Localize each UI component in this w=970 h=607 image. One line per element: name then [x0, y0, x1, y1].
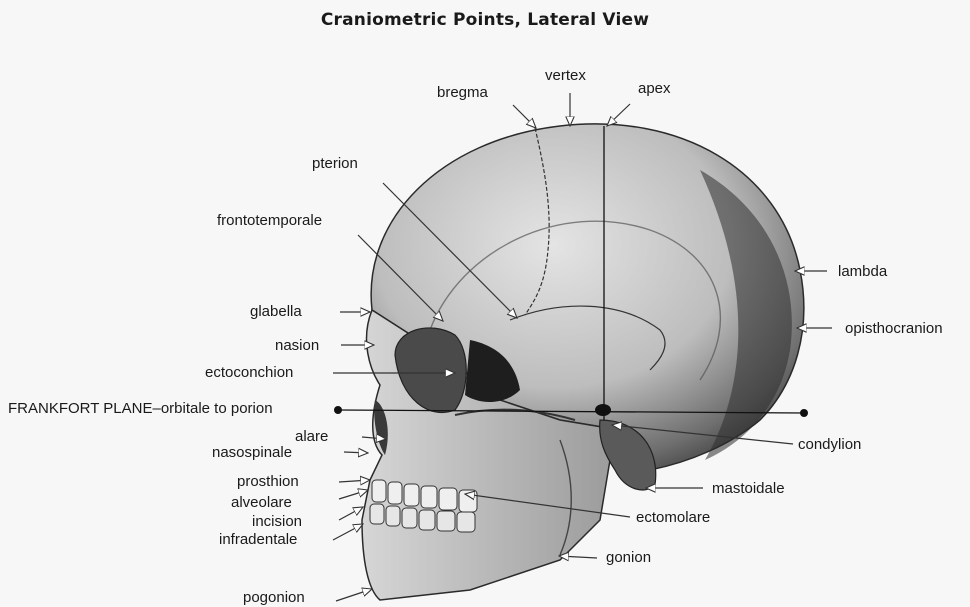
label-lambda: lambda — [838, 263, 887, 281]
label-pogonion: pogonion — [243, 589, 305, 607]
label-vertex: vertex — [545, 67, 586, 85]
gonion-pointer — [559, 556, 597, 558]
alveolare-pointer — [339, 490, 368, 499]
label-nasospinale: nasospinale — [212, 444, 292, 462]
label-nasion: nasion — [275, 337, 319, 355]
label-bregma: bregma — [437, 84, 488, 102]
label-alveolare: alveolare — [231, 494, 292, 512]
nasospinale-pointer — [344, 452, 368, 453]
apex-pointer — [607, 104, 630, 126]
label-ectomolare: ectomolare — [636, 509, 710, 527]
prosthion-pointer — [339, 480, 370, 482]
label-opisthocranion: opisthocranion — [845, 320, 943, 338]
label-mastoidale: mastoidale — [712, 480, 785, 498]
label-condylion: condylion — [798, 436, 861, 454]
label-infradentale: infradentale — [219, 531, 297, 549]
label-alare: alare — [295, 428, 328, 446]
incision-pointer — [339, 507, 363, 520]
label-pterion: pterion — [312, 155, 358, 173]
label-glabella: glabella — [250, 303, 302, 321]
bregma-pointer — [513, 105, 536, 128]
label-frontotemporale: frontotemporale — [217, 212, 322, 230]
label-apex: apex — [638, 80, 671, 98]
infradentale-pointer — [333, 524, 363, 540]
pogonion-pointer — [336, 589, 372, 601]
label-gonion: gonion — [606, 549, 651, 567]
label-incision: incision — [252, 513, 302, 531]
label-frankfort-plane: FRANKFORT PLANE–orbitale to porion — [8, 400, 273, 418]
label-prosthion: prosthion — [237, 473, 299, 491]
label-ectoconchion: ectoconchion — [205, 364, 293, 382]
